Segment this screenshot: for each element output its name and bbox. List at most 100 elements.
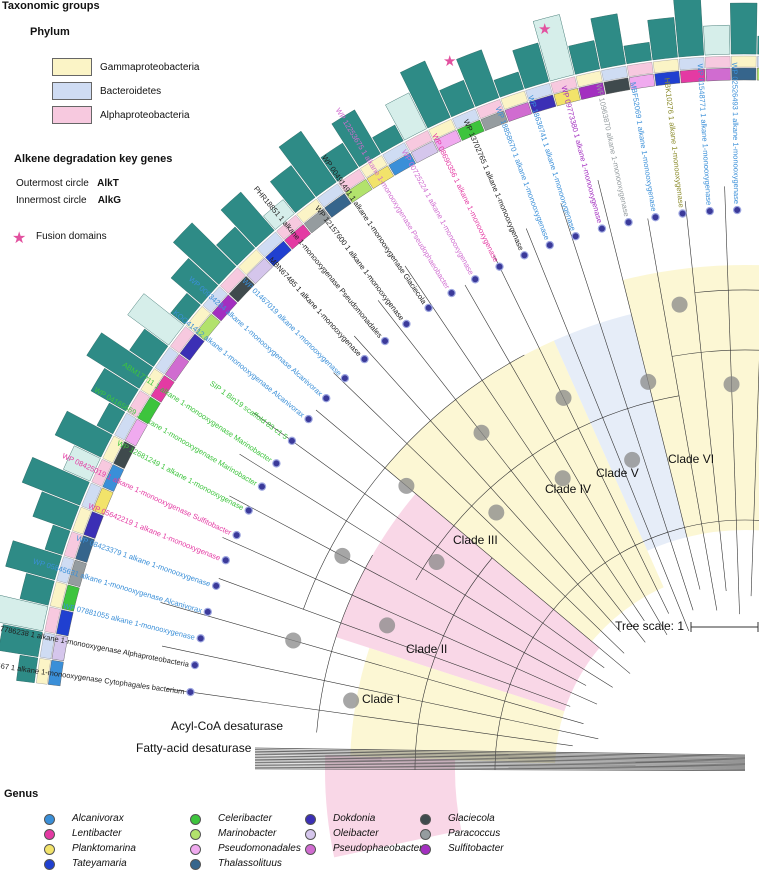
clade-label: Clade VI xyxy=(668,452,715,466)
phylum-ring-cell xyxy=(44,606,61,634)
tree-branch xyxy=(160,602,584,724)
genus-ring-cell xyxy=(61,584,80,612)
leaf-tip-marker xyxy=(424,303,433,313)
tree-branch xyxy=(333,372,625,654)
fusion-star-marker: ★ xyxy=(538,21,552,38)
desaturase-branch xyxy=(254,750,746,758)
leaf-tip-marker xyxy=(402,319,411,329)
leaf-tip-marker xyxy=(232,530,241,540)
fusion-star-icon: ★ xyxy=(12,230,27,247)
genus-ring-cell xyxy=(410,140,439,164)
phylum-ring-cell xyxy=(452,108,480,129)
genus-name: Pseudophaeobacter xyxy=(333,843,423,854)
genus-ring-cell xyxy=(137,396,161,425)
genus-color-dot xyxy=(190,859,201,870)
leaf-tip-marker xyxy=(471,275,480,284)
desaturase-branch xyxy=(254,755,746,762)
clade-label: Clade I xyxy=(362,692,401,706)
genus-ring-cell xyxy=(480,110,509,131)
inner-circle-label: Innermost circle AlkG xyxy=(16,195,122,206)
genus-ring-cell xyxy=(628,73,656,90)
leaf-tip-marker xyxy=(322,394,331,403)
leaf-tip-marker xyxy=(571,232,580,241)
phylum-ring-cell xyxy=(72,506,92,535)
tree-branch xyxy=(464,284,668,636)
gene-bar xyxy=(19,573,55,606)
phylum-ring-cell xyxy=(382,142,410,165)
phylum-ring-cell xyxy=(626,61,654,77)
leaf-tip-marker xyxy=(705,206,715,216)
leaf-tip-marker xyxy=(732,205,742,215)
genus-ring-cell xyxy=(553,88,581,107)
genus-ring-cell xyxy=(603,77,631,95)
leaf-label: WP 02526493 1 alkane 1-monooxygenase xyxy=(730,62,741,204)
phylum-ring-cell xyxy=(575,70,603,88)
phylum-ring-cell xyxy=(154,347,179,375)
tree-branch xyxy=(560,203,694,611)
gene-bar xyxy=(16,654,39,683)
desaturase-branch xyxy=(254,752,746,759)
leaf-tip-marker xyxy=(545,240,554,250)
genus-color-dot xyxy=(420,844,431,855)
gene-bar xyxy=(320,142,359,182)
leaf-tip-marker xyxy=(211,581,221,591)
genus-ring-cell xyxy=(388,152,417,176)
desaturase-branch xyxy=(254,758,746,764)
tree-branch xyxy=(218,578,571,707)
leaf-tip-marker xyxy=(597,224,607,233)
genus-color-dot xyxy=(305,844,316,855)
internal-node xyxy=(723,376,740,393)
leaf-label: MBF52069 1 alkane 1-monooxygenase xyxy=(629,81,659,212)
inner-gene-name: AlkG xyxy=(97,195,122,206)
leaf-label: WP 10963870 alkane 1-monooxygenase xyxy=(594,83,631,217)
phylum-ring-cell xyxy=(102,435,124,464)
gene-bar xyxy=(269,165,316,214)
genus-ring-cell xyxy=(433,129,462,152)
tree-branch xyxy=(161,645,599,740)
phylum-ring-cell xyxy=(140,368,164,396)
genus-name: Dokdonia xyxy=(333,813,376,824)
desaturase-branch xyxy=(254,762,746,767)
phylum-ring-cell xyxy=(652,59,680,74)
phylum-ring-cell xyxy=(81,482,102,511)
genus-name: Lentibacter xyxy=(72,828,122,839)
clade-label: Clade IV xyxy=(545,482,592,496)
phylum-ring-cell xyxy=(114,412,137,441)
gene-bar xyxy=(170,257,219,305)
phylum-swatch-alpha xyxy=(52,106,92,124)
gene-bar xyxy=(216,226,256,266)
phylum-ring-cell xyxy=(238,249,264,275)
genus-name: Marinobacter xyxy=(218,828,277,839)
gene-bar xyxy=(86,332,154,389)
genus-name: Sulfitobacter xyxy=(448,843,504,854)
gene-bar xyxy=(439,79,475,118)
leaf-label: WP 05642219 1 alkane 1-monooxygenase xyxy=(87,501,222,562)
genus-name: Paracoccus xyxy=(448,828,501,839)
gene-bar xyxy=(63,445,101,482)
genus-color-dot xyxy=(44,814,55,825)
gene-bar xyxy=(623,42,652,65)
phylum-heading: Phylum xyxy=(30,26,70,38)
genus-ring-cell xyxy=(246,257,273,285)
phylum-ring-cell xyxy=(202,286,228,313)
desaturase-branch xyxy=(254,763,746,768)
phylum-ring-cell xyxy=(56,556,75,584)
genus-ring-cell xyxy=(92,487,114,516)
desaturase-branch xyxy=(254,757,746,763)
gene-bar xyxy=(170,293,201,325)
gene-bar xyxy=(90,367,139,412)
genus-ring-cell xyxy=(67,559,87,588)
tree-arc xyxy=(414,557,493,771)
gene-bar xyxy=(263,199,295,230)
tree-branch xyxy=(222,537,598,705)
tree-arc xyxy=(694,289,759,293)
internal-node xyxy=(554,470,571,487)
taxonomic-groups-heading: Taxonomic groups xyxy=(2,0,100,12)
internal-node xyxy=(624,451,641,468)
tree-scale-label: Tree scale: 1 xyxy=(615,619,684,633)
genus-ring-cell xyxy=(679,68,706,84)
genus-ring-cell xyxy=(211,294,238,322)
gene-bar xyxy=(129,328,169,367)
gene-bar xyxy=(331,109,381,168)
